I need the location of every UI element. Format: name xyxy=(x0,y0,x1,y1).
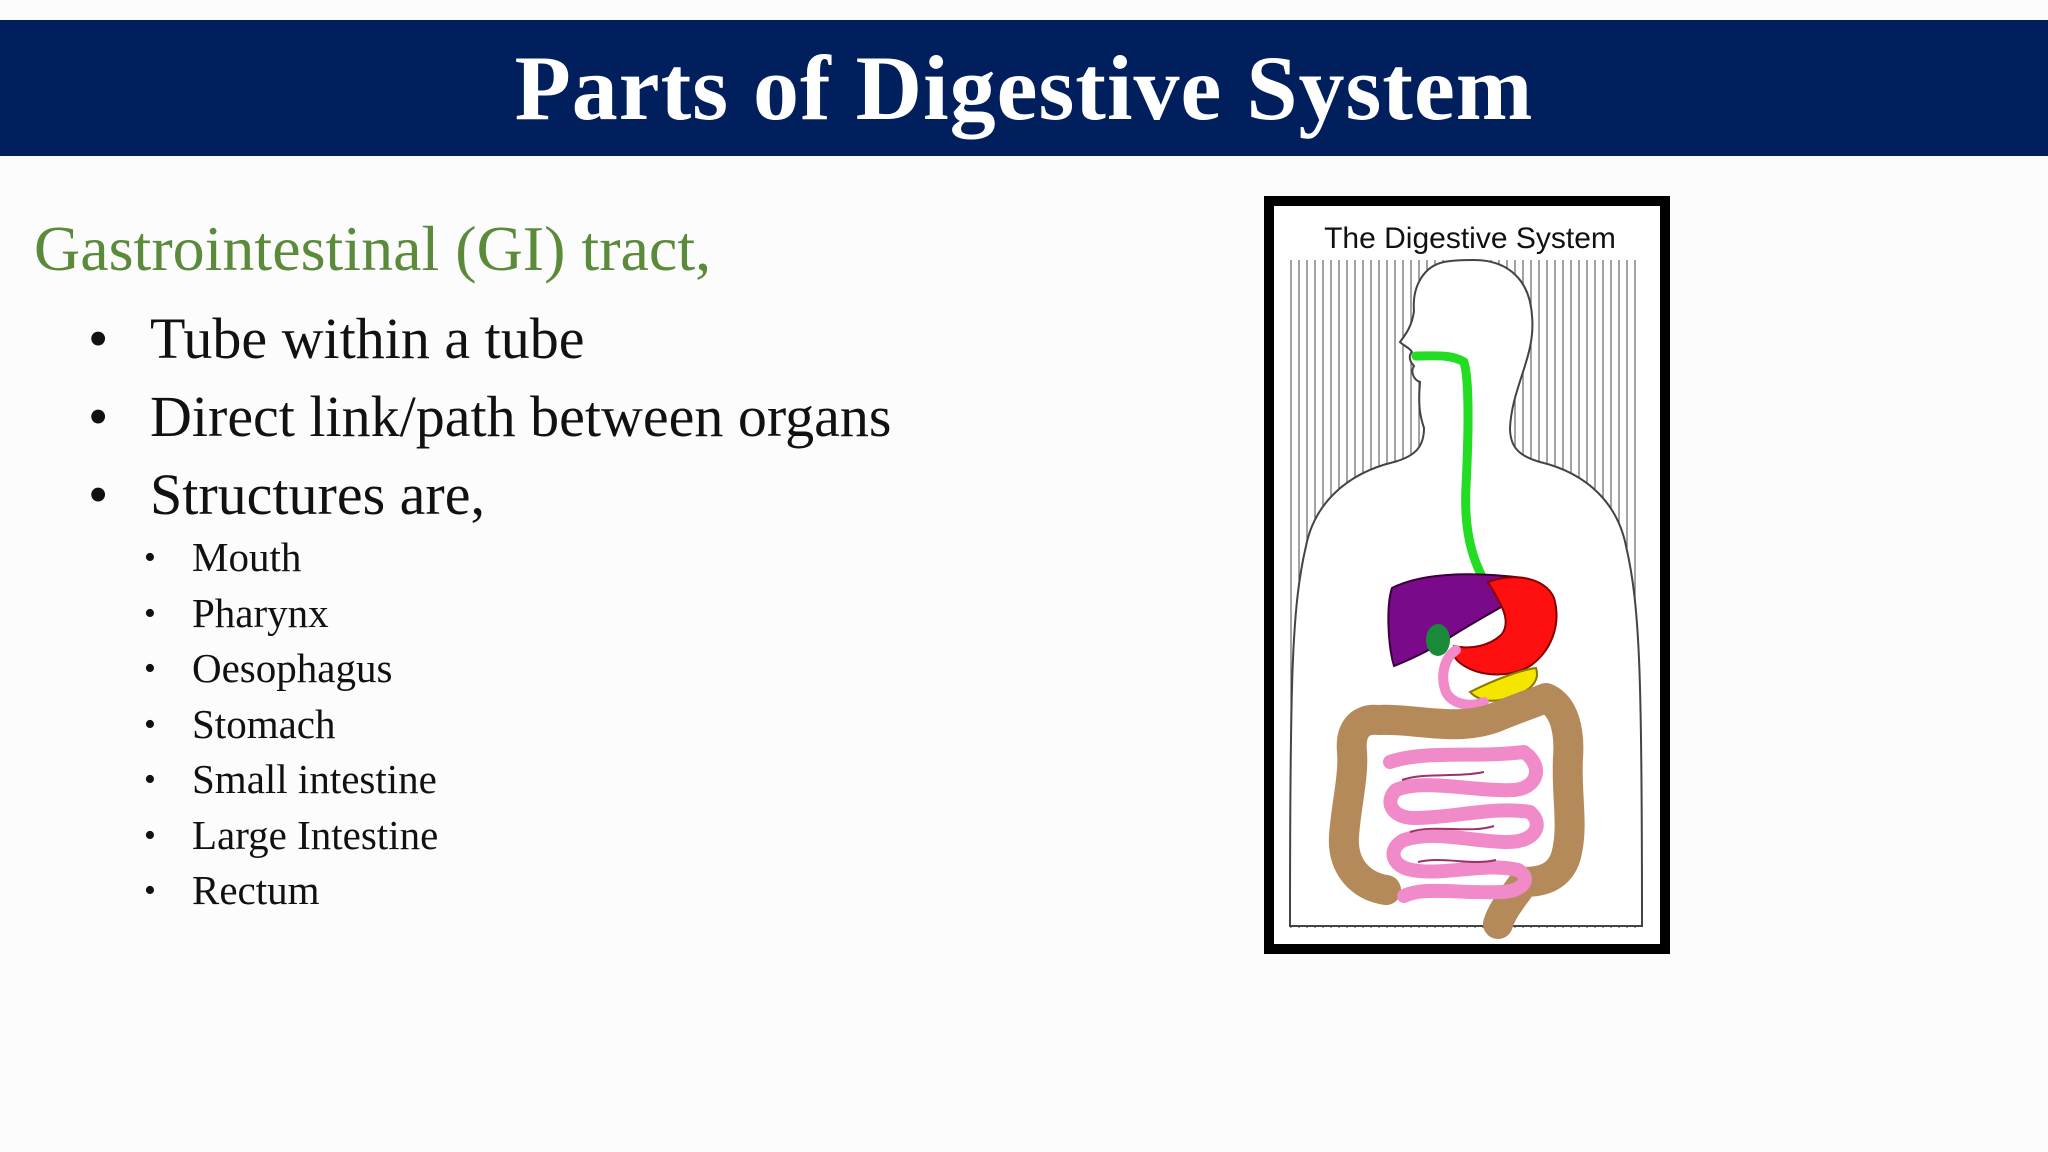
stomach xyxy=(1451,576,1558,676)
structure-item: • Rectum xyxy=(142,863,438,919)
esophagus xyxy=(1411,351,1491,589)
bullet-text: Structures are, xyxy=(150,462,485,527)
duodenum xyxy=(1438,645,1489,710)
small-intestine-detail xyxy=(1401,771,1497,863)
bullet-item: • Direct link/path between organs xyxy=(88,378,891,456)
structure-text: Rectum xyxy=(192,867,320,913)
bullet-icon: • xyxy=(88,462,109,527)
bullet-icon: • xyxy=(144,816,156,854)
figure-frame: The Digestive System xyxy=(1270,202,1664,948)
structure-text: Small intestine xyxy=(192,756,437,802)
bullet-icon: • xyxy=(144,761,156,798)
structure-text: Mouth xyxy=(192,534,302,580)
structures-list: • Mouth • Pharynx • Oesophagus • Stomach • Sm… xyxy=(142,530,438,919)
bullet-icon: • xyxy=(88,384,109,449)
structure-item: • Stomach xyxy=(142,697,438,753)
figure-caption: The Digestive System xyxy=(1324,222,1616,255)
page-title: Parts of Digestive System xyxy=(514,37,1534,139)
structure-text: Oesophagus xyxy=(192,645,393,691)
structure-item: • Mouth xyxy=(142,530,438,586)
digestive-system-illustration: The Digestive System xyxy=(1288,222,1644,939)
structure-text: Pharynx xyxy=(192,589,329,636)
bullet-icon: • xyxy=(88,306,109,371)
bullet-icon: • xyxy=(144,594,156,632)
bullet-text: Tube within a tube xyxy=(150,306,585,371)
bullet-icon: • xyxy=(144,705,156,743)
digestive-system-figure: The Digestive System xyxy=(1264,196,1670,954)
gallbladder xyxy=(1426,624,1450,656)
main-bullet-list: • Tube within a tube • Direct link/path be… xyxy=(88,300,891,534)
bullet-item: • Structures are, xyxy=(88,456,891,534)
section-subheading: Gastrointestinal (GI) tract, xyxy=(34,213,712,284)
title-bar: Parts of Digestive System xyxy=(0,20,2048,156)
structure-text: Stomach xyxy=(192,700,336,747)
structure-item: • Pharynx xyxy=(142,586,438,642)
structure-item: • Large Intestine xyxy=(142,808,438,864)
bullet-icon: • xyxy=(144,539,156,576)
structure-text: Large Intestine xyxy=(192,811,439,858)
bullet-text: Direct link/path between organs xyxy=(150,384,892,449)
bullet-item: • Tube within a tube xyxy=(88,300,891,378)
structure-item: • Oesophagus xyxy=(142,641,438,697)
bullet-icon: • xyxy=(144,872,156,909)
bullet-icon: • xyxy=(144,650,156,687)
small-intestine xyxy=(1383,745,1544,903)
structure-item: • Small intestine xyxy=(142,752,438,808)
